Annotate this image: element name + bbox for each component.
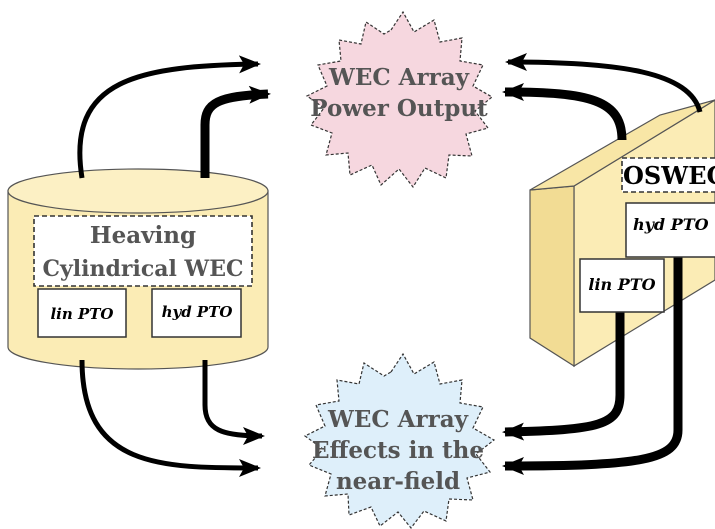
heaving-hyd-pto-box [151, 288, 242, 338]
arrow-oswec-lin-to-power [505, 53, 703, 113]
arrow-oswec-lin-to-nearfield [502, 312, 625, 441]
power-output-burst [305, 10, 494, 189]
power-output-line2: Power Output [310, 95, 488, 122]
near-field-line1: WEC Array [327, 406, 469, 433]
oswec-title-box [621, 157, 715, 193]
heaving-wec-title-line1: Heaving [90, 222, 196, 249]
heaving-hyd-pto-label: hyd PTO [162, 303, 233, 321]
oswec-hyd-pto-box [625, 202, 715, 258]
heaving-wec-title-box [33, 215, 253, 287]
near-field-line2: Effects in the [312, 437, 484, 464]
oswec-lin-pto-box [579, 258, 665, 313]
heaving-lin-pto-label: lin PTO [50, 305, 113, 323]
oswec-lin-pto-label: lin PTO [588, 275, 655, 294]
arrow-cyl-lin-to-nearfield [79, 359, 261, 477]
power-output-line1: WEC Array [328, 64, 470, 91]
near-field-burst [303, 352, 496, 529]
arrow-cyl-hyd-to-power [200, 85, 271, 178]
arrow-cyl-lin-to-power [77, 55, 261, 179]
heaving-wec-title-line2: Cylindrical WEC [43, 256, 244, 282]
arrow-cyl-hyd-to-nearfield [202, 360, 265, 445]
heaving-lin-pto-box [37, 288, 127, 338]
oswec-hyd-pto-label: hyd PTO [633, 215, 709, 234]
arrow-oswec-hyd-to-nearfield [502, 256, 683, 475]
arrow-oswec-hyd-to-power [502, 83, 627, 141]
near-field-line3: near-field [336, 468, 460, 495]
oswec-title: OSWEC [623, 161, 715, 190]
